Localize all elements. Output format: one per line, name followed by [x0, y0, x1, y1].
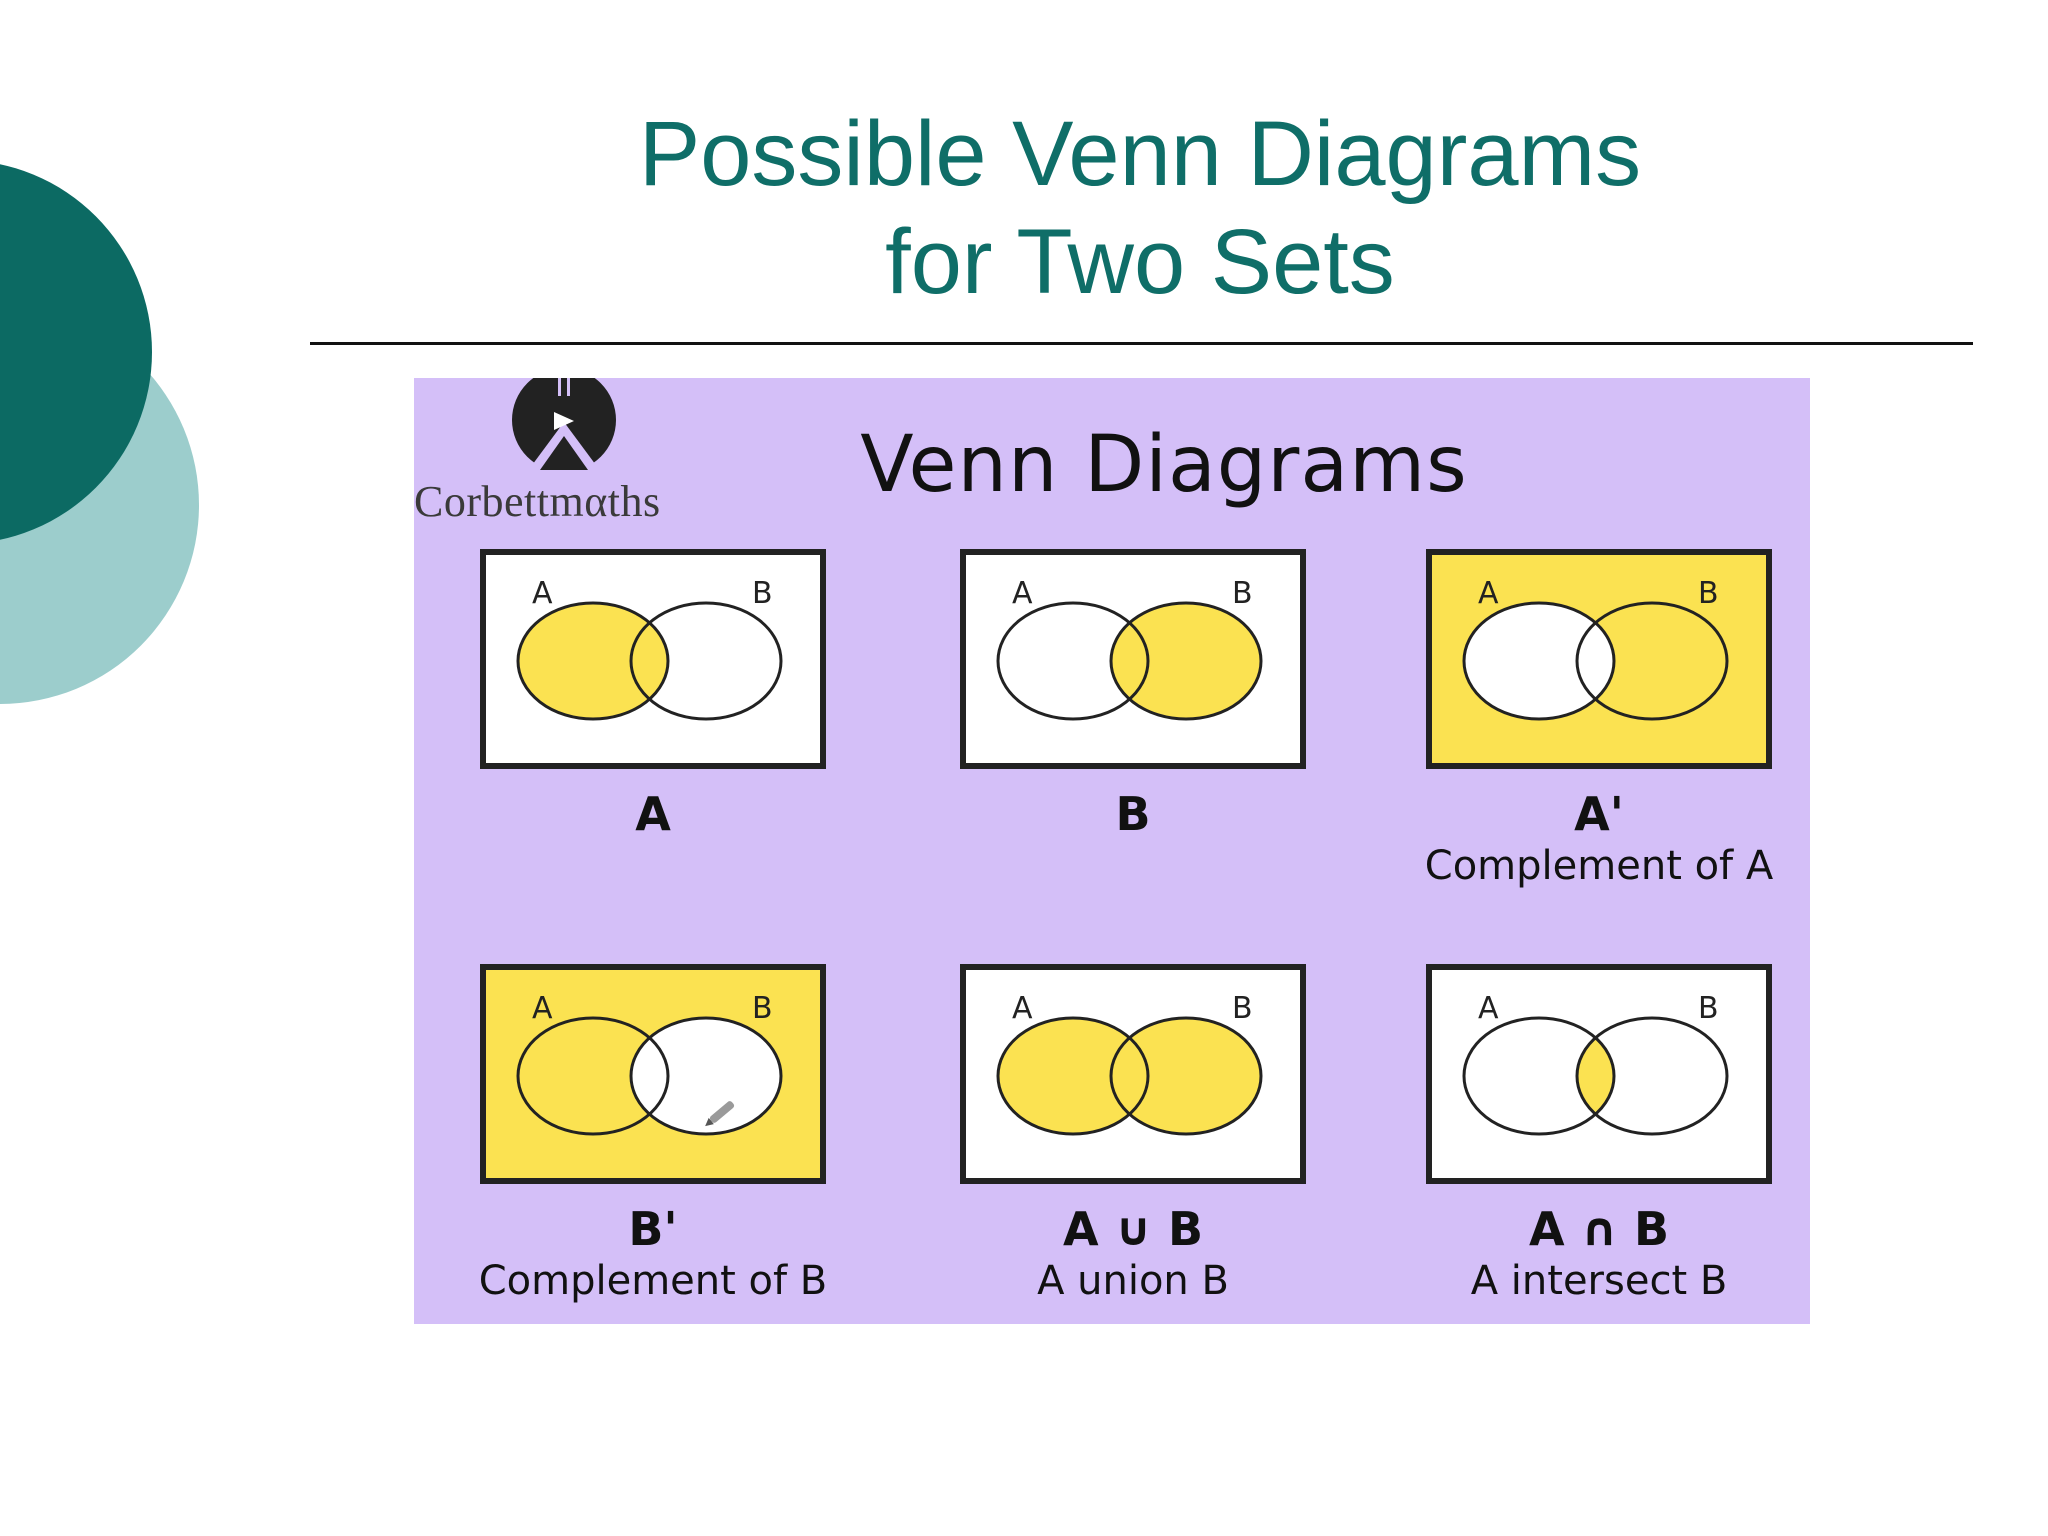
set-a-circle	[1462, 1016, 1616, 1136]
unshaded-region	[631, 1018, 781, 1134]
panel-caption: B	[1115, 787, 1151, 841]
set-b-label: B	[752, 991, 773, 1026]
set-a-label: A	[1478, 991, 1499, 1026]
set-b-circle	[629, 601, 783, 721]
set-a-label: A	[532, 991, 553, 1026]
set-a-circle	[996, 601, 1150, 721]
panel-caption: A'	[1574, 787, 1624, 841]
panel-subcaption: A intersect B	[1470, 1258, 1728, 1304]
set-b-label: B	[1698, 576, 1719, 611]
pencil-cursor-icon	[705, 1101, 735, 1127]
shaded-region	[518, 603, 668, 719]
set-b-label: B	[752, 576, 773, 611]
slide-decoration	[0, 164, 199, 704]
universal-set-border	[1426, 964, 1772, 1184]
slide-title-line-1: Possible Venn Diagrams	[638, 103, 1642, 205]
universal-set-border	[480, 549, 826, 769]
set-a-label: A	[1012, 991, 1033, 1026]
set-b-label: B	[1232, 576, 1253, 611]
decor-circle-dark	[0, 164, 152, 540]
shaded-region	[1111, 1018, 1261, 1134]
set-b-circle	[1109, 601, 1263, 721]
panel-subcaption: Complement of A	[1424, 843, 1774, 889]
figure-title: Venn Diagrams	[860, 420, 1468, 510]
universal-set-border	[960, 964, 1306, 1184]
panel-subcaption: Complement of B	[478, 1258, 828, 1304]
panel-caption: B'	[628, 1202, 678, 1256]
shaded-region	[998, 1018, 1148, 1134]
set-b-circle	[1109, 1016, 1263, 1136]
set-a-label: A	[1478, 576, 1499, 611]
set-b-label: B	[1698, 991, 1719, 1026]
slide-title-line-2: for Two Sets	[885, 211, 1395, 313]
logo-text: Corbettmαths	[414, 477, 661, 526]
universal-set-border	[960, 549, 1306, 769]
set-b-circle	[629, 1016, 783, 1136]
set-a-circle	[516, 1016, 670, 1136]
set-a-circle	[516, 601, 670, 721]
set-a-label: A	[532, 576, 553, 611]
universal-set-border	[480, 964, 826, 1184]
panel-subcaption: A union B	[1037, 1258, 1229, 1304]
set-b-circle	[1575, 1016, 1729, 1136]
slide-title: Possible Venn Diagrams for Two Sets	[560, 100, 1720, 316]
corbettmaths-logo-icon	[512, 378, 616, 476]
set-b-label: B	[1232, 991, 1253, 1026]
panel-caption: A ∩ B	[1528, 1202, 1670, 1256]
shaded-region	[1111, 603, 1261, 719]
title-divider	[310, 342, 1973, 345]
set-a-circle	[996, 1016, 1150, 1136]
unshaded-region	[1464, 603, 1614, 719]
set-a-label: A	[1012, 576, 1033, 611]
panel-caption: A ∪ B	[1062, 1202, 1204, 1256]
panel-caption: A	[635, 787, 671, 841]
set-a-circle	[1462, 601, 1616, 721]
universal-set-border	[1426, 549, 1772, 769]
set-b-circle	[1575, 601, 1729, 721]
